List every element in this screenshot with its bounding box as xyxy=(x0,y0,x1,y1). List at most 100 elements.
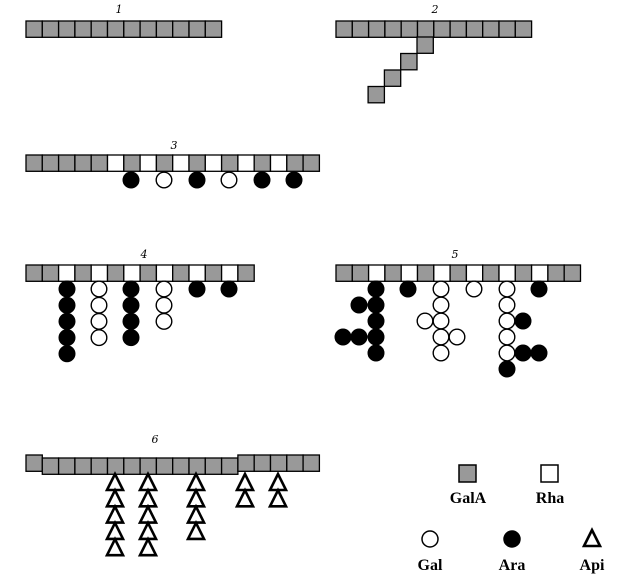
structure-2-backbone-5-gala-residue xyxy=(416,20,435,38)
structure-3-backbone-3-gala-residue xyxy=(74,154,92,172)
structure-5-residue-8-ara-residue xyxy=(399,280,417,298)
structure-6-backbone-11-gala-residue xyxy=(204,457,223,475)
sugar-residues xyxy=(25,20,582,557)
structure-1-backbone-7-gala-residue xyxy=(139,20,158,38)
structure-5-backbone-2-rha-residue xyxy=(367,264,386,282)
structure-5-residue-7-ara-residue xyxy=(350,328,368,346)
structure-5-residue-19-gal-residue xyxy=(498,312,516,330)
structure-4-chain-3-0-gal-residue xyxy=(155,280,173,298)
structure-6-backbone-3-gala-residue xyxy=(74,457,92,475)
structure-5-residue-6-ara-residue xyxy=(334,328,352,346)
structure-5-residue-11-gal-residue xyxy=(432,312,450,330)
structure-6-backbone-15-gala-residue xyxy=(269,454,288,472)
structure-3-backbone-15-rha-residue xyxy=(269,154,288,172)
structure-1-backbone-8-gala-residue xyxy=(155,20,174,38)
structure-6-backbone-12-gala-residue xyxy=(220,457,239,475)
structure-5-backbone-3-gala-residue xyxy=(384,264,402,282)
structure-4-chain-1-2-gal-residue xyxy=(90,312,108,330)
structure-5-residue-3-ara-residue xyxy=(367,328,385,346)
structure-3-backbone-8-gala-residue xyxy=(155,154,174,172)
structure-6-backbone-6-gala-residue xyxy=(123,457,141,475)
structure-3-side-1-gal-residue xyxy=(155,171,173,189)
structure-6-label: 6 xyxy=(152,433,159,446)
structure-1-backbone-9-gala-residue xyxy=(172,20,190,38)
structure-4-chain-0-2-ara-residue xyxy=(58,312,76,330)
legend-gal-circle-icon xyxy=(421,530,439,548)
structure-5-backbone-10-rha-residue xyxy=(498,264,516,282)
structure-3-backbone-0-gala-residue xyxy=(25,154,43,172)
structure-5-residue-23-ara-residue xyxy=(514,344,532,362)
structure-3-side-2-ara-residue xyxy=(188,171,206,189)
structure-4-backbone-6-rha-residue xyxy=(123,264,141,282)
structure-3-backbone-5-rha-residue xyxy=(106,154,125,172)
structure-5-backbone-0-gala-residue xyxy=(335,264,353,282)
structure-4-chain-2-0-ara-residue xyxy=(122,280,140,298)
structure-6-backbone-4-gala-residue xyxy=(90,457,109,475)
structure-4-chain-1-3-gal-residue xyxy=(90,329,108,347)
structure-5-residue-15-gal-residue xyxy=(448,328,466,346)
structure-1-backbone-5-gala-residue xyxy=(106,20,125,38)
structure-5-residue-16-gal-residue xyxy=(465,280,483,298)
structure-5-backbone-9-gala-residue xyxy=(482,264,500,282)
structure-4-backbone-11-gala-residue xyxy=(204,264,223,282)
structure-2-backbone-8-gala-residue xyxy=(465,20,484,38)
structure-1-backbone-4-gala-residue xyxy=(90,20,109,38)
structure-2-backbone-6-gala-residue xyxy=(433,20,451,38)
structure-4-label: 4 xyxy=(140,248,148,261)
structure-2-branch-1-gala-residue xyxy=(400,52,418,71)
structure-2-backbone-2-gala-residue xyxy=(367,20,386,38)
structure-4-backbone-7-gala-residue xyxy=(139,264,158,282)
structure-1-backbone-6-gala-residue xyxy=(123,20,141,38)
structure-4-chain-0-0-ara-residue xyxy=(58,280,76,298)
structure-3-side-4-ara-residue xyxy=(253,171,271,189)
structure-1-label: 1 xyxy=(116,3,123,16)
structure-5-residue-12-gal-residue xyxy=(432,328,450,346)
structure-5-backbone-7-gala-residue xyxy=(449,264,468,282)
structure-5-residue-14-gal-residue xyxy=(416,312,434,330)
structure-2-backbone-1-gala-residue xyxy=(351,20,370,38)
structure-6-backbone-17-gala-residue xyxy=(302,454,321,472)
legend-ara-label: Ara xyxy=(499,557,526,574)
structure-4-backbone-1-gala-residue xyxy=(41,264,60,282)
structure-3-label: 3 xyxy=(171,139,178,152)
structure-5-backbone-12-rha-residue xyxy=(530,264,549,282)
structure-5-backbone-1-gala-residue xyxy=(351,264,370,282)
structure-4-chain-1-0-gal-residue xyxy=(90,280,108,298)
structure-6-backbone-2-gala-residue xyxy=(57,457,76,475)
legend-gala-square-icon xyxy=(458,464,477,483)
structure-6-backbone-0-gala-residue xyxy=(25,454,43,472)
structure-4-backbone-4-rha-residue xyxy=(90,264,109,282)
structure-5-residue-5-ara-residue xyxy=(350,296,368,314)
structure-3-side-0-ara-residue xyxy=(122,171,140,189)
structure-4-chain-3-1-gal-residue xyxy=(155,296,173,314)
structure-5-residue-24-ara-residue xyxy=(530,344,548,362)
structure-1-backbone-11-gala-residue xyxy=(204,20,223,38)
structure-4-backbone-10-rha-residue xyxy=(188,264,206,282)
structure-3-backbone-9-rha-residue xyxy=(172,154,190,172)
structure-6-backbone-1-gala-residue xyxy=(41,457,60,475)
structure-5-backbone-5-gala-residue xyxy=(416,264,435,282)
structure-5-residue-0-ara-residue xyxy=(367,280,385,298)
structure-4-chain-1-1-gal-residue xyxy=(90,296,108,314)
structure-2-branch-2-gala-residue xyxy=(383,69,402,87)
structure-4-backbone-3-gala-residue xyxy=(74,264,92,282)
structure-2-branch-3-gala-residue xyxy=(367,85,386,104)
structure-5-residue-4-ara-residue xyxy=(367,344,385,362)
structure-6-chain-0-4-api-residue xyxy=(104,536,126,557)
structure-5-residue-10-gal-residue xyxy=(432,296,450,314)
structure-1-backbone-3-gala-residue xyxy=(74,20,92,38)
structure-3-backbone-1-gala-residue xyxy=(41,154,60,172)
structure-5-residue-2-ara-residue xyxy=(367,312,385,330)
legend-gal-label: Gal xyxy=(418,557,443,574)
structure-1-backbone-2-gala-residue xyxy=(57,20,76,38)
legend: GalA Rha Gal Ara Api xyxy=(418,464,605,574)
structure-5-backbone-4-rha-residue xyxy=(400,264,419,282)
structure-5-residue-21-gal-residue xyxy=(498,344,516,362)
legend-rha-label: Rha xyxy=(536,490,564,507)
structure-3-backbone-17-gala-residue xyxy=(302,154,321,172)
structure-2-backbone-11-gala-residue xyxy=(514,20,533,38)
structure-6-backbone-5-gala-residue xyxy=(106,457,125,475)
structure-1-backbone-1-gala-residue xyxy=(41,20,60,38)
structure-3-side-3-gal-residue xyxy=(220,171,238,189)
